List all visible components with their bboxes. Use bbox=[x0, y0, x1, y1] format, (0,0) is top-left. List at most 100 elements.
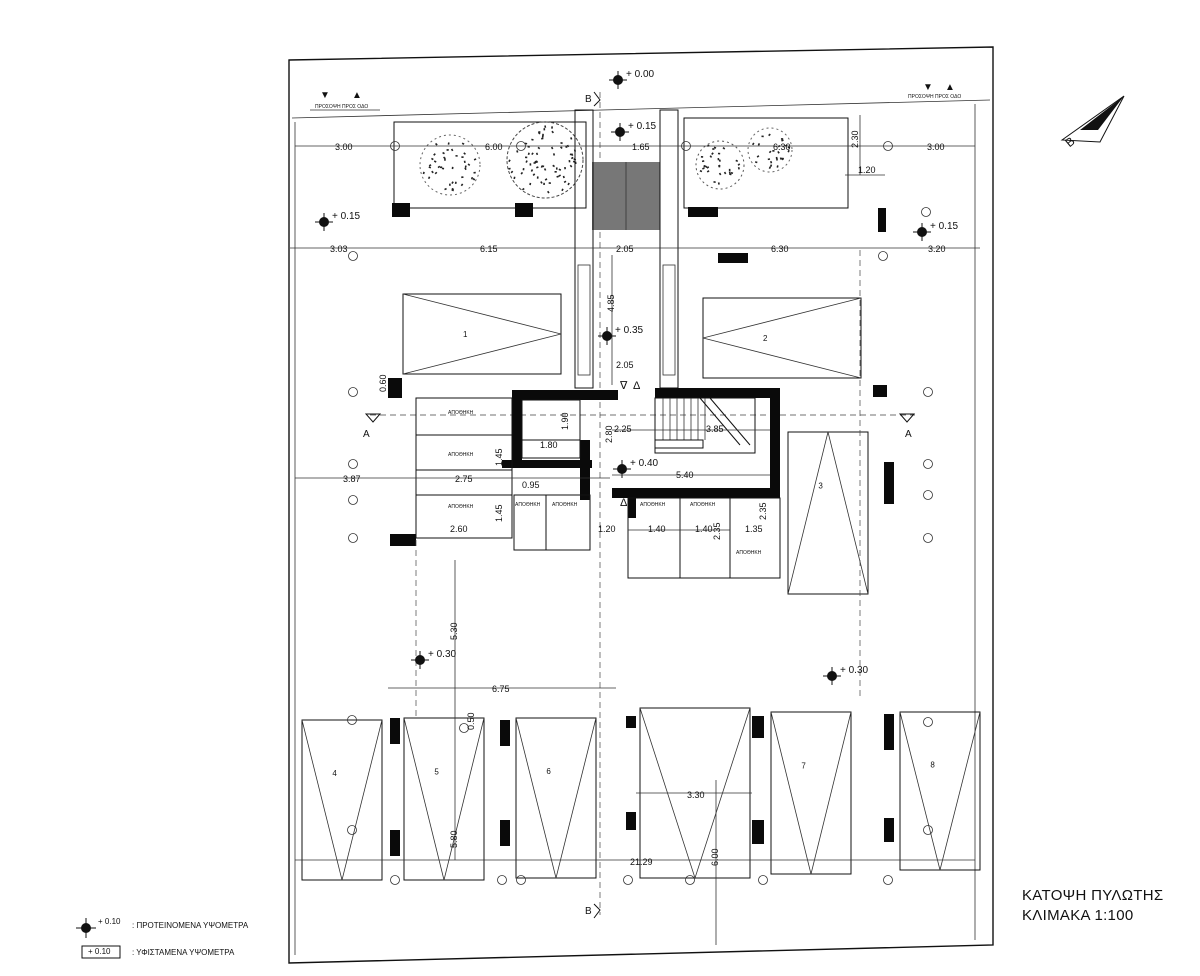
symbol-triangle-down: ∇ bbox=[619, 380, 628, 392]
storage-label: ΑΠΟΘΗΚΗ bbox=[736, 550, 762, 556]
level-markers: + 0.00 + 0.15 + 0.15 + 0.15 + 0.35 + 0.40 + 0.… bbox=[315, 69, 959, 685]
section-a-right: A bbox=[905, 429, 912, 440]
parking-space: 7 bbox=[770, 711, 852, 875]
dimension-label: 4.85 bbox=[606, 294, 616, 312]
axis-circle bbox=[878, 251, 888, 261]
dimension-label: 1.80 bbox=[540, 440, 558, 450]
axis-circle bbox=[348, 495, 358, 505]
dimension-label: 0.60 bbox=[378, 374, 388, 392]
axis-circle bbox=[921, 207, 931, 217]
grid-axis-markers bbox=[347, 141, 933, 885]
section-arrow bbox=[898, 413, 916, 423]
storage-label: ΑΠΟΘΗΚΗ bbox=[552, 502, 578, 508]
section-arrow bbox=[593, 91, 601, 107]
dimension-label: 2.25 bbox=[614, 424, 632, 434]
storage-labels: ΑΠΟΘΗΚΗ ΑΠΟΘΗΚΗ ΑΠΟΘΗΚΗ ΑΠΟΘΗΚΗ ΑΠΟΘΗΚΗ ΑΠΟΘΗ… bbox=[448, 410, 762, 556]
dimension-label: 6.75 bbox=[492, 684, 510, 694]
parking-space: 5 bbox=[403, 717, 485, 881]
dimension-label: 2.35 bbox=[712, 522, 722, 540]
legend-symbol-existing bbox=[81, 945, 121, 959]
level-value: + 0.30 bbox=[428, 649, 457, 660]
parking-space: 3 bbox=[787, 431, 869, 595]
level-marker: + 0.15 bbox=[913, 221, 959, 241]
level-value: + 0.15 bbox=[930, 221, 959, 232]
parking-space-number: 6 bbox=[546, 767, 551, 776]
storage-label: ΑΠΟΘΗΚΗ bbox=[640, 502, 666, 508]
dimension-label: 1.90 bbox=[560, 412, 570, 430]
level-marker: + 0.00 bbox=[609, 69, 655, 89]
dimension-label: 0.95 bbox=[522, 480, 540, 490]
dimension-label: 2.60 bbox=[450, 524, 468, 534]
garden-right bbox=[683, 117, 849, 209]
street-line bbox=[291, 99, 991, 119]
dimension-label: 1.45 bbox=[494, 504, 504, 522]
parking-space-number: 2 bbox=[763, 334, 768, 343]
axis-circle bbox=[390, 875, 400, 885]
axis-circle bbox=[348, 387, 358, 397]
level-value: + 0.40 bbox=[630, 458, 659, 469]
storage-label: ΑΠΟΘΗΚΗ bbox=[448, 504, 474, 510]
symbol-triangle: Δ bbox=[620, 497, 628, 509]
axis-circle bbox=[348, 459, 358, 469]
dimension-label: 6.30 bbox=[773, 142, 791, 152]
garden-left bbox=[393, 121, 587, 209]
dimension-label: 1.20 bbox=[598, 524, 616, 534]
legend-existing-value: + 0.10 bbox=[88, 947, 111, 956]
axis-circle bbox=[685, 875, 695, 885]
level-marker-up: ▲ bbox=[945, 82, 955, 93]
level-marker: + 0.30 bbox=[823, 665, 869, 685]
level-value: + 0.15 bbox=[628, 121, 657, 132]
level-marker-down: ▼ bbox=[320, 90, 330, 101]
parking-spaces: 1 2 3 4 5 6 7 8 bbox=[301, 293, 981, 881]
axis-circle bbox=[347, 825, 357, 835]
parking-space: 2 bbox=[702, 297, 862, 379]
parking-space: 4 bbox=[301, 719, 383, 881]
legend-existing-label: : ΥΦΙΣΤΑΜΕΝΑ ΥΨΟΜΕΤΡΑ bbox=[132, 948, 235, 957]
section-b-top: B bbox=[585, 94, 592, 105]
parking-space: 1 bbox=[402, 293, 562, 375]
parking-space-number: 7 bbox=[801, 762, 806, 771]
level-marker: + 0.35 bbox=[598, 325, 644, 345]
dimension-label: 0.50 bbox=[466, 712, 476, 730]
axis-circle bbox=[348, 251, 358, 261]
dimension-label: 3.03 bbox=[330, 244, 348, 254]
level-marker: + 0.30 bbox=[411, 649, 457, 669]
dimension-label: 21.29 bbox=[630, 857, 653, 867]
parking-space: 6 bbox=[515, 717, 597, 879]
parking-space-number: 5 bbox=[434, 768, 439, 777]
dimension-label: 3.00 bbox=[335, 142, 353, 152]
storage-block-left bbox=[415, 397, 591, 551]
parking-space: 8 bbox=[899, 711, 981, 871]
dimension-label: 6.00 bbox=[485, 142, 503, 152]
axis-circle bbox=[923, 717, 933, 727]
dimension-label: 2.75 bbox=[455, 474, 473, 484]
structural-walls bbox=[388, 203, 894, 856]
dimension-lines bbox=[290, 115, 980, 945]
storage-label: ΑΠΟΘΗΚΗ bbox=[515, 502, 541, 508]
dimension-label: 3.20 bbox=[928, 244, 946, 254]
section-a-left: A bbox=[363, 429, 370, 440]
axis-circle bbox=[497, 875, 507, 885]
dimension-label: 1.40 bbox=[648, 524, 666, 534]
level-marker: + 0.15 bbox=[315, 211, 361, 231]
dimension-label: 3.87 bbox=[343, 474, 361, 484]
axis-circle bbox=[923, 533, 933, 543]
level-marker: + 0.40 bbox=[613, 458, 659, 478]
axis-circle bbox=[459, 723, 469, 733]
street-label-left: ΠΡΟΣΟΨΗ ΠΡΟΣ ΟΔΟ bbox=[315, 104, 368, 110]
level-value: + 0.00 bbox=[626, 69, 655, 80]
north-label: B bbox=[1062, 134, 1077, 150]
planter-bed bbox=[662, 264, 676, 376]
dimension-label: 2.80 bbox=[604, 425, 614, 443]
parking-space-number: 8 bbox=[930, 760, 935, 769]
storage-label: ΑΠΟΘΗΚΗ bbox=[448, 452, 474, 458]
axis-circle bbox=[623, 875, 633, 885]
dimension-label: 5.40 bbox=[676, 470, 694, 480]
section-b-bottom: B bbox=[585, 906, 592, 917]
planter-left bbox=[574, 109, 594, 389]
storage-label: ΑΠΟΘΗΚΗ bbox=[690, 502, 716, 508]
axis-circle bbox=[348, 533, 358, 543]
level-marker-down: ▼ bbox=[923, 82, 933, 93]
axis-circle bbox=[923, 387, 933, 397]
